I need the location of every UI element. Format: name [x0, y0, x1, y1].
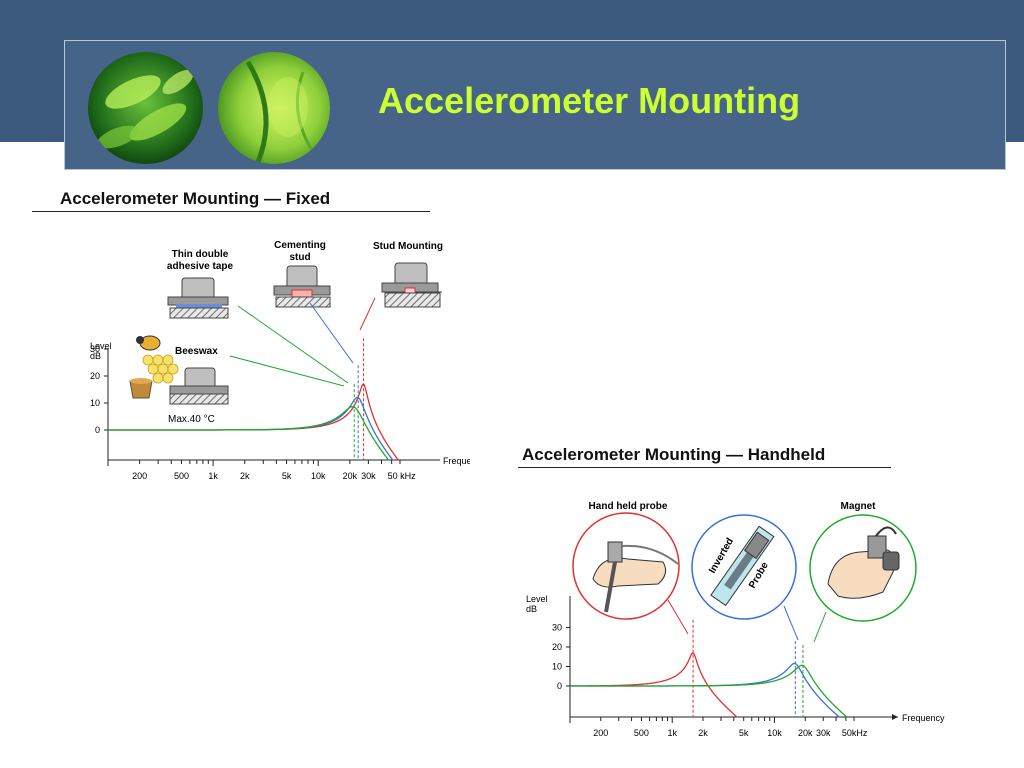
label-maxtemp: Max.40 °C — [168, 414, 215, 425]
magnet-icon — [809, 514, 917, 622]
xlabel-freq: Freque — [443, 456, 470, 466]
label-beeswax: Beeswax — [175, 346, 218, 357]
leader-inverted — [783, 605, 799, 641]
label-cement-1: Cementing — [274, 240, 326, 251]
ylabel-db: dB — [90, 351, 101, 361]
c2-series-line — [570, 662, 840, 718]
chart-fixed: Thin double adhesive tape Cementing stud… — [90, 240, 470, 481]
chart-title-handheld: Accelerometer Mounting — Handheld — [522, 445, 826, 464]
c1-ytick-label: 30 — [90, 344, 100, 354]
inverted-probe-icon: Inverted Probe — [691, 514, 797, 620]
title-rule-fixed — [32, 211, 430, 212]
leader-cement — [309, 302, 354, 364]
leader-magnet — [813, 611, 827, 643]
c1-ytick-label: 0 — [95, 425, 100, 435]
c1-xtick-label: 500 — [174, 471, 189, 481]
c2-series-line — [570, 652, 738, 718]
handheld-probe-icon — [572, 512, 680, 620]
c2-xtick-label: 20k — [798, 728, 813, 738]
panel-fixed: Accelerometer Mounting — Fixed — [30, 178, 470, 490]
c2-xtick-label: 200 — [593, 728, 608, 738]
leaf-photo-right — [218, 52, 330, 164]
label-magnet: Magnet — [841, 501, 877, 512]
c2-ytick-label: 10 — [552, 662, 562, 672]
ylabel-level-2: Level — [526, 594, 548, 604]
ylabel-db-2: dB — [526, 604, 537, 614]
c1-ytick-label: 10 — [90, 398, 100, 408]
panel-handheld: Accelerometer Mounting — Handheld Hand h… — [488, 434, 1000, 746]
chart-title-fixed: Accelerometer Mounting — Fixed — [60, 189, 331, 208]
leader-beeswax — [229, 355, 345, 387]
leader-stud — [359, 297, 376, 331]
leader-tape — [237, 305, 349, 384]
label-stud: Stud Mounting — [373, 241, 443, 252]
c2-xtick-label: 10k — [767, 728, 782, 738]
c1-xtick-label: 1k — [208, 471, 218, 481]
label-cement-2: stud — [289, 252, 310, 263]
title-rule-handheld — [518, 467, 891, 468]
label-handheld: Hand held probe — [589, 501, 668, 512]
c2-xtick-label: 1k — [667, 728, 677, 738]
slide-title: Accelerometer Mounting — [378, 80, 801, 121]
c1-xtick-label: 30k — [361, 471, 376, 481]
c2-series-line — [570, 664, 848, 718]
leaf-photo-left — [88, 52, 203, 164]
c2-xtick-label: 2k — [698, 728, 708, 738]
c2-xtick-label: 5k — [739, 728, 749, 738]
leader-handheld — [667, 599, 689, 635]
stud-sensor-icon — [381, 262, 442, 308]
c1-series-line — [108, 383, 399, 461]
c2-xtick-label: 500 — [634, 728, 649, 738]
c1-ytick-label: 20 — [90, 371, 100, 381]
c1-xtick-label: 200 — [132, 471, 147, 481]
c2-ytick-label: 30 — [552, 623, 562, 633]
c2-xtick-label: 30k — [816, 728, 831, 738]
c1-xtick-label: 50 kHz — [388, 471, 417, 481]
ylabel-level: Level — [90, 341, 112, 351]
c1-xtick-label: 10k — [311, 471, 326, 481]
chart-handheld: Hand held probe Magnet Inverted Probe — [526, 501, 945, 738]
label-tape-2: adhesive tape — [167, 261, 234, 272]
c2-x-arrow — [892, 714, 898, 720]
tape-sensor-icon — [167, 277, 229, 319]
c2-ytick-label: 20 — [552, 642, 562, 652]
c1-series-line — [108, 405, 390, 461]
xlabel-frequency: Frequency — [902, 713, 945, 723]
c1-xtick-label: 2k — [240, 471, 250, 481]
c1-xtick-label: 20k — [343, 471, 358, 481]
c2-xtick-label: 50kHz — [842, 728, 868, 738]
c1-xtick-label: 5k — [282, 471, 292, 481]
beeswax-sensor-icon — [169, 367, 229, 405]
beeswax-icon — [129, 335, 179, 399]
label-tape-1: Thin double — [172, 249, 229, 260]
cement-sensor-icon — [273, 265, 331, 308]
c2-ytick-label: 0 — [557, 681, 562, 691]
